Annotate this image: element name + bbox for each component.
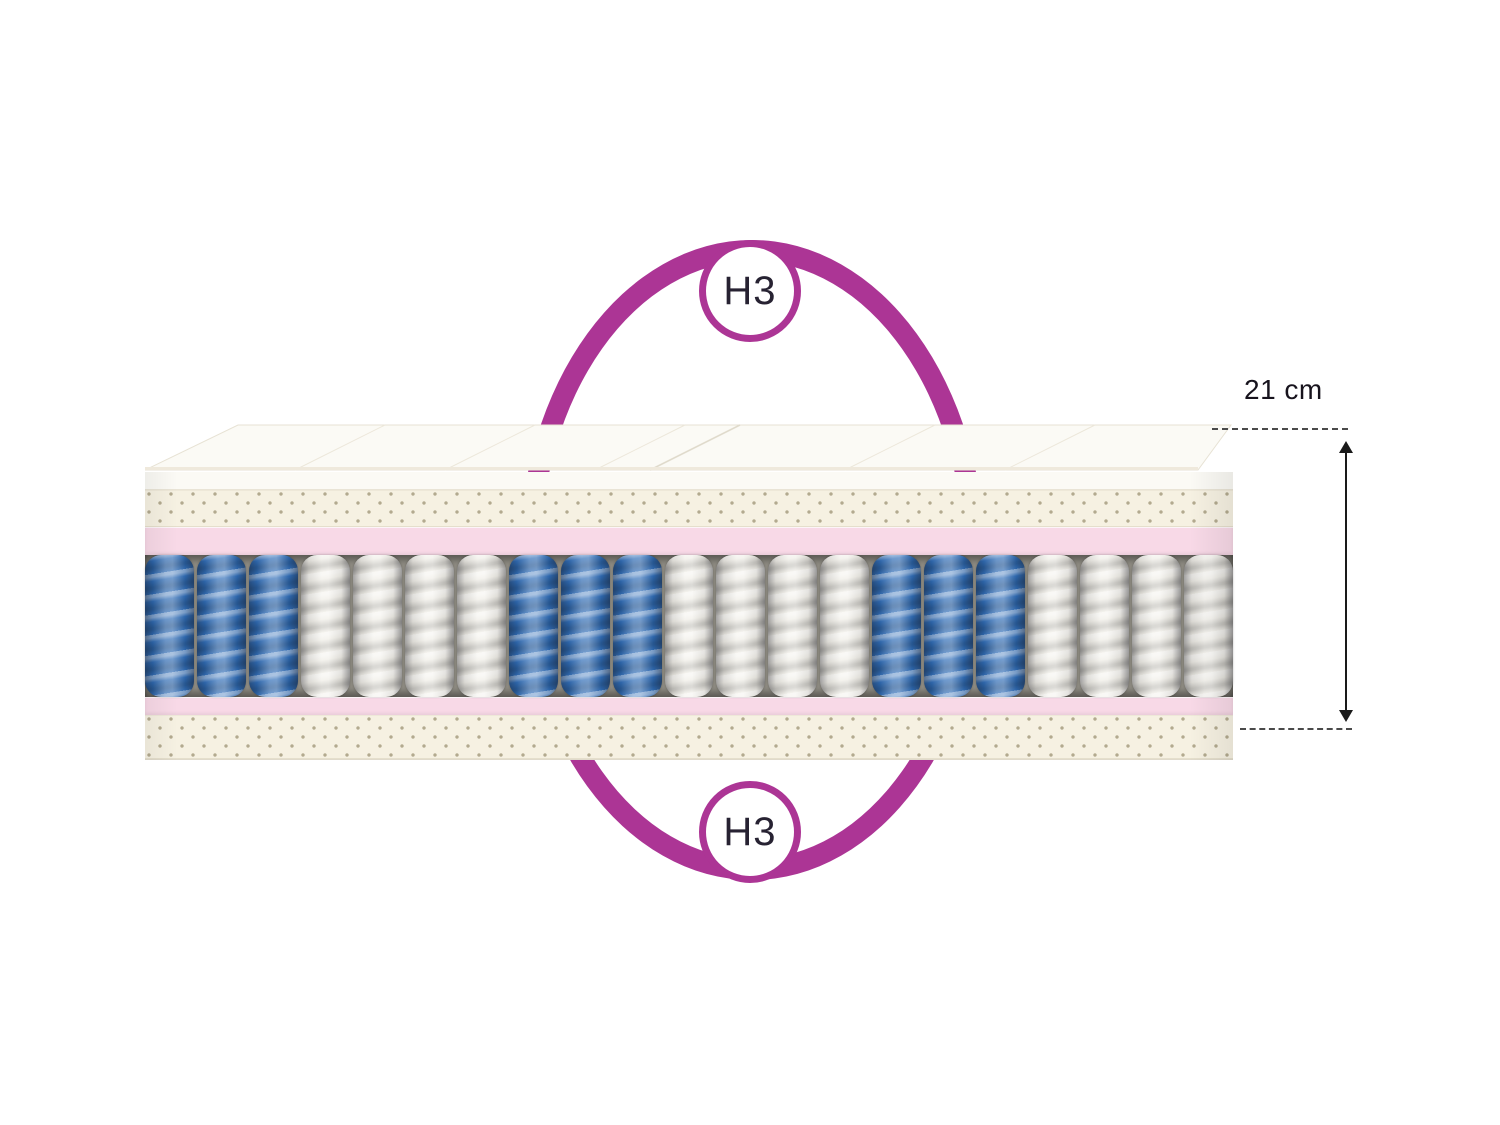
perforated-latex-layer-bottom [145,715,1233,760]
coil-white [768,555,818,697]
coil-blue [145,555,194,697]
firmness-badge-bottom: H3 [699,781,801,883]
coil-blue [248,555,298,697]
firmness-badge-bottom-label: H3 [723,809,777,854]
coil-blue [508,555,558,697]
measure-dashed-line-bottom [1240,728,1352,730]
height-measurement-label: 21 cm [1244,374,1323,405]
coil-white [716,555,766,697]
coil-white [300,555,350,697]
pink-foam-layer-top [145,527,1233,555]
coil-blue [976,555,1026,697]
mattress-top-cover [145,424,1232,471]
coil-white [1080,555,1130,697]
firmness-badge-top: H3 [699,240,801,342]
coil-white [456,555,506,697]
coil-white [1184,555,1234,697]
measure-vertical-line [1345,450,1347,712]
coil-blue [612,555,662,697]
perforated-latex-layer-top [145,490,1233,527]
coil-blue [560,555,610,697]
firmness-badge-top-label: H3 [723,268,777,313]
arrow-down-icon [1339,710,1353,722]
cover-side-tape [145,472,1233,490]
measure-dashed-line-top [1212,428,1348,430]
coil-white [352,555,402,697]
arrow-up-icon [1339,441,1353,453]
coil-white [404,555,454,697]
coil-white [1132,555,1182,697]
pocket-spring-row [145,555,1234,697]
coil-white [820,555,870,697]
coil-blue [196,555,246,697]
mattress-front-face [145,472,1234,760]
coil-white [1028,555,1078,697]
coil-blue [924,555,974,697]
coil-white [664,555,714,697]
pink-foam-layer-bottom [145,697,1233,715]
coil-blue [872,555,922,697]
